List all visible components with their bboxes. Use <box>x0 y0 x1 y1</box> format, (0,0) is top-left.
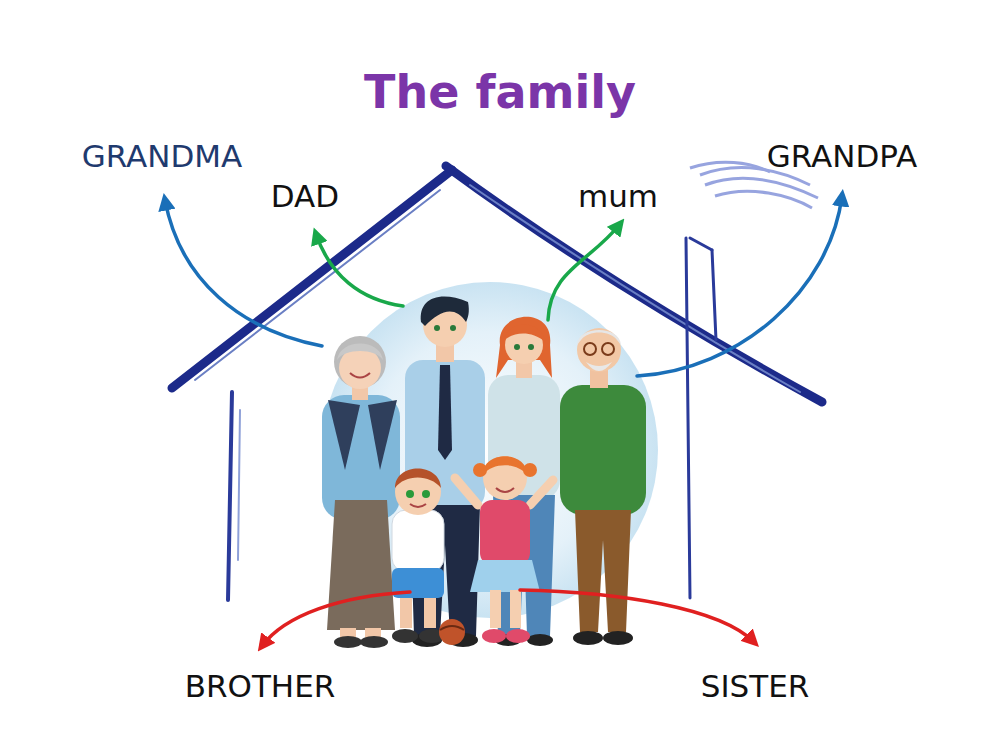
family-member-label: DAD <box>271 179 339 213</box>
title: The family <box>364 67 636 118</box>
family-member-label: BROTHER <box>185 669 336 703</box>
family-member-label: mum <box>578 179 658 213</box>
family-member-label: GRANDMA <box>82 139 243 173</box>
family-member-label: SISTER <box>701 669 810 703</box>
family-member-label: GRANDPA <box>767 139 918 173</box>
